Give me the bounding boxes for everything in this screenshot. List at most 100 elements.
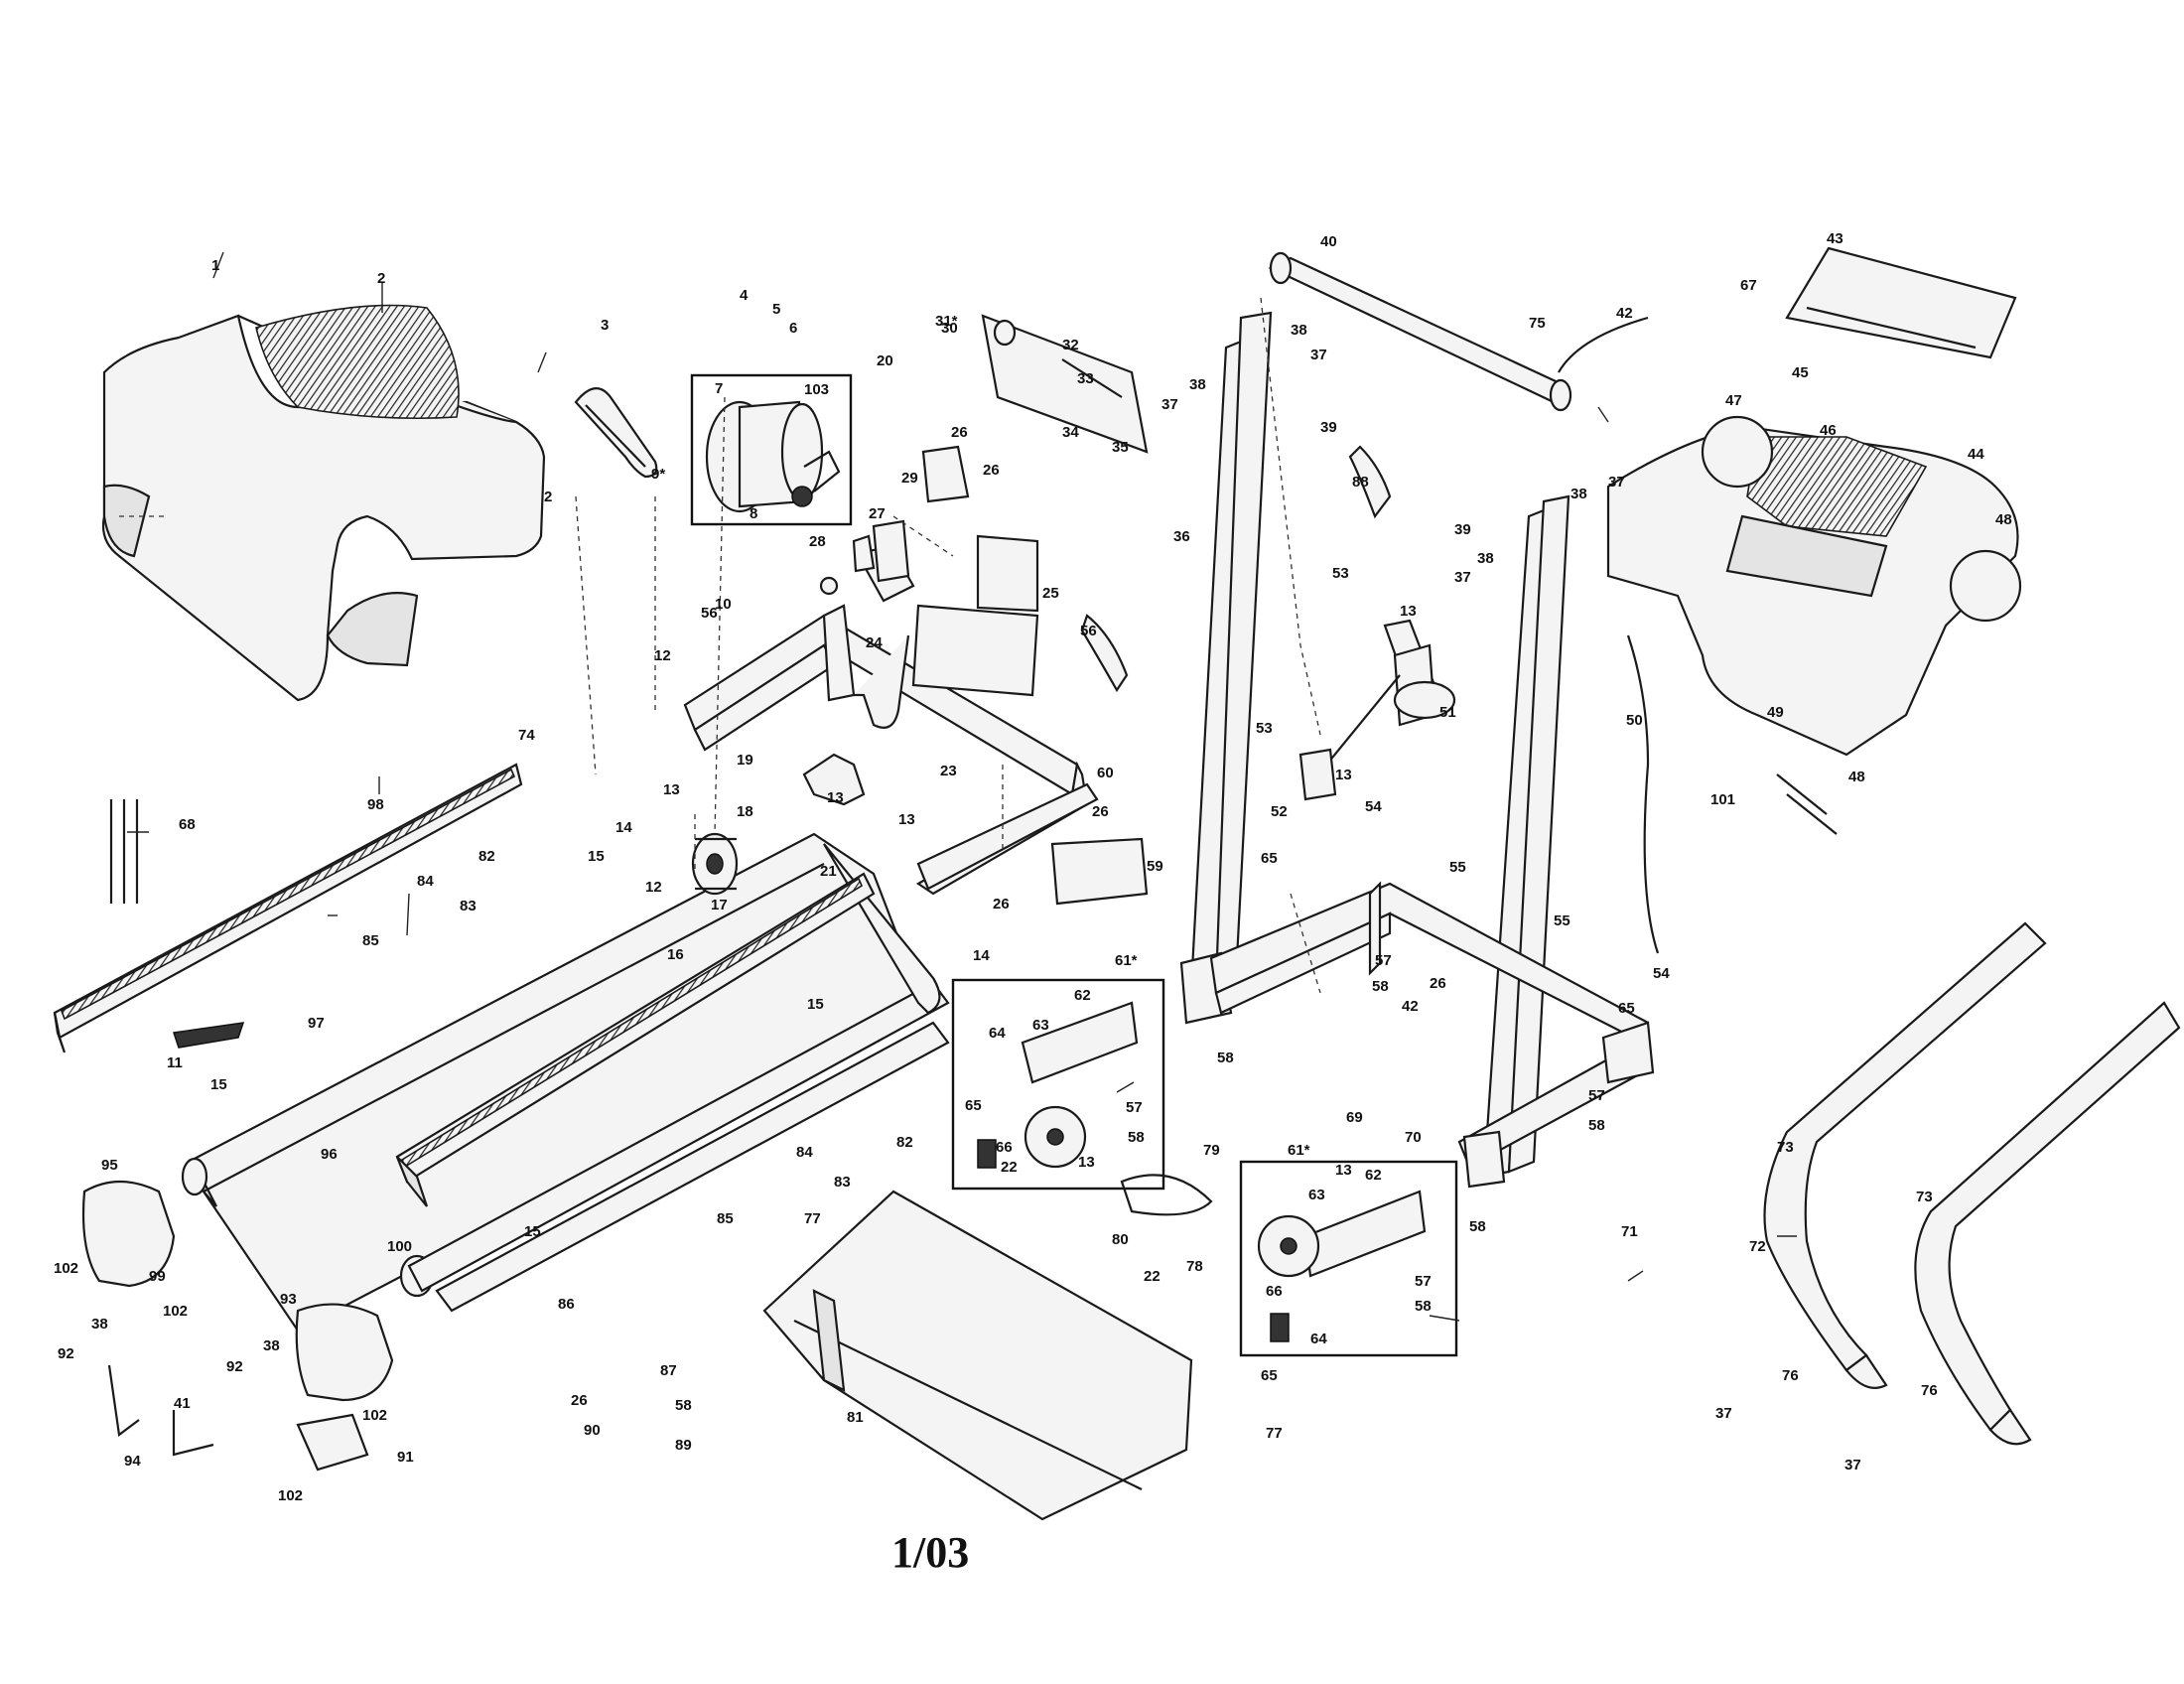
callout-label: 65: [1261, 850, 1278, 867]
callout-label: 85: [362, 932, 379, 949]
callout-label: 65: [1261, 1367, 1278, 1384]
callout-label: 50: [1626, 712, 1643, 729]
callout-label: 10: [715, 596, 732, 613]
callout-label: 102: [362, 1407, 387, 1424]
callout-label: 102: [163, 1303, 188, 1320]
callout-label: 15: [588, 848, 605, 865]
callout-label: 26: [951, 424, 968, 441]
callout-label: 59: [1147, 858, 1163, 875]
callout-label: 53: [1332, 565, 1349, 582]
callout-label: 26: [571, 1392, 588, 1409]
callout-label: 13: [898, 811, 915, 828]
front-roller-pulley: [691, 832, 739, 896]
callout-label: 63: [1308, 1187, 1325, 1203]
callout-label: 21: [820, 863, 837, 880]
small-hardware: [107, 316, 1838, 1457]
callout-label: 66: [996, 1139, 1013, 1156]
callout-label: 18: [737, 803, 753, 820]
callout-label: 17: [711, 897, 728, 913]
callout-label: 66: [1266, 1283, 1283, 1300]
callout-label: 84: [796, 1144, 813, 1161]
callout-label: 37: [1715, 1405, 1732, 1422]
callout-label: 73: [1777, 1139, 1794, 1156]
incline-motor: [1298, 619, 1456, 801]
callout-label: 58: [675, 1397, 692, 1414]
callout-label: 54: [1365, 798, 1382, 815]
callout-label: 51: [1439, 704, 1456, 721]
callout-label: 76: [1921, 1382, 1938, 1399]
callout-label: 54: [1653, 965, 1670, 982]
callout-label: 57: [1415, 1273, 1432, 1290]
callout-label: 5: [772, 301, 780, 318]
callout-label: 58: [1217, 1050, 1234, 1066]
callout-label: 47: [1725, 392, 1742, 409]
callout-label: 74: [518, 727, 535, 744]
callout-label: 90: [584, 1422, 601, 1439]
side-rail-left: [53, 763, 523, 1053]
leveler-box-right: [1239, 1160, 1458, 1357]
callout-label: 39: [1320, 419, 1337, 436]
callout-label: 20: [877, 352, 893, 369]
callout-label: 13: [1400, 603, 1417, 620]
callout-label: 65: [965, 1097, 982, 1114]
callout-label: 95: [101, 1157, 118, 1174]
callout-label: 55: [1554, 912, 1570, 929]
callout-label: 41: [174, 1395, 191, 1412]
callout-label: 70: [1405, 1129, 1422, 1146]
callout-label: 87: [660, 1362, 677, 1379]
callout-label: 83: [460, 898, 477, 914]
callout-label: 6: [789, 320, 797, 337]
motor-controller: [819, 445, 970, 596]
callout-label: 12: [645, 879, 662, 896]
callout-label: 42: [1402, 998, 1419, 1015]
callout-label: 26: [1430, 975, 1446, 992]
callout-label: 68: [179, 816, 196, 833]
callout-label: 55: [1449, 859, 1466, 876]
callout-label: 48: [1848, 769, 1865, 785]
callout-label: 58: [1415, 1298, 1432, 1315]
revision-date: 1/03: [891, 1528, 969, 1577]
callout-label: 13: [1335, 767, 1352, 783]
callout-label: 62: [1365, 1167, 1382, 1184]
callout-label: 58: [1372, 978, 1389, 995]
callout-label: 39: [1454, 521, 1471, 538]
callout-label: 80: [1112, 1231, 1129, 1248]
callout-label: 4: [740, 287, 749, 304]
callout-label: 101: [1710, 791, 1735, 808]
callout-label: 28: [809, 533, 826, 550]
callout-label: 19: [737, 752, 753, 769]
callout-label: 9*: [651, 466, 665, 483]
upright-frame: [1179, 251, 1655, 1189]
base-pan: [762, 1190, 1193, 1521]
callout-label: 33: [1077, 370, 1094, 387]
callout-label: 8: [750, 505, 757, 522]
callout-label: 44: [1968, 446, 1984, 463]
callout-label: 40: [1320, 233, 1337, 250]
callout-label: 15: [210, 1076, 227, 1093]
callout-label: 98: [367, 796, 384, 813]
callout-label: 72: [1749, 1238, 1766, 1255]
callout-label: 23: [940, 763, 957, 779]
callout-label: 64: [989, 1025, 1006, 1042]
callout-label: 13: [1078, 1154, 1095, 1171]
callout-label: 61*: [1115, 952, 1138, 969]
callout-label: 58: [1469, 1218, 1486, 1235]
leader-lines: [119, 251, 1797, 1322]
callout-label: 76: [1782, 1367, 1799, 1384]
callout-label: 57: [1375, 952, 1392, 969]
callout-label: 57: [1126, 1099, 1143, 1116]
callout-label: 85: [717, 1210, 734, 1227]
callout-label: 84: [417, 873, 434, 890]
callout-label: 99: [149, 1268, 166, 1285]
callout-label: 56: [1080, 623, 1097, 639]
callout-label: 64: [1310, 1331, 1327, 1347]
callout-label: 65: [1618, 1000, 1635, 1017]
callout-label: 61*: [1288, 1142, 1310, 1159]
callout-label: 32: [1062, 337, 1079, 353]
callout-label: 86: [558, 1296, 575, 1313]
callout-label: 1: [211, 257, 219, 274]
panel-31: [981, 314, 1149, 454]
callout-label: 43: [1827, 230, 1843, 247]
callout-label: 11: [167, 1054, 183, 1071]
callout-label: 7: [715, 380, 723, 397]
